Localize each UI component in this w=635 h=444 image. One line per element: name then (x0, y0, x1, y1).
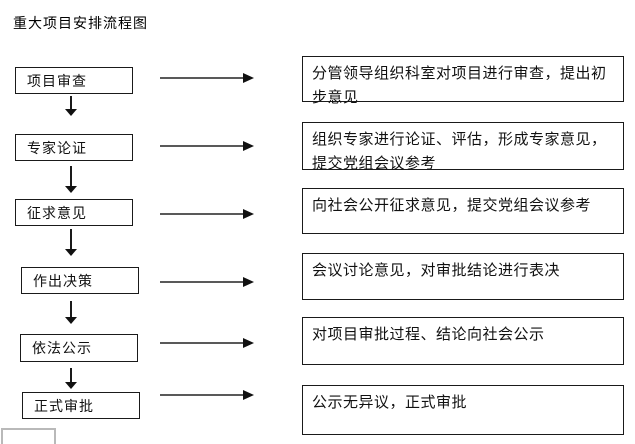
step-description: 会议讨论意见，对审批结论进行表决 (312, 261, 561, 279)
arrow-head (65, 249, 77, 256)
arrow-head (243, 141, 254, 151)
step-description-box: 分管领导组织科室对项目进行审查，提出初步意见 (302, 56, 624, 106)
arrow-shaft (160, 145, 243, 147)
step-box-solicit-opinions: 征求意见 (15, 199, 133, 226)
arrow-head (65, 382, 77, 389)
arrow-right-icon (160, 338, 254, 348)
arrow-shaft (70, 166, 72, 186)
arrow-head (243, 277, 254, 287)
arrow-shaft (70, 368, 72, 382)
arrow-shaft (70, 301, 72, 317)
step-description-box: 向社会公开征求意见，提交党组会议参考 (302, 188, 624, 234)
arrow-shaft (160, 342, 243, 344)
step-description: 公示无异议，正式审批 (312, 393, 468, 411)
arrow-down-icon (65, 301, 77, 324)
arrow-shaft (70, 96, 72, 109)
step-description: 组织专家进行论证、评估，形成专家意见，提交党组会议参考 (312, 130, 607, 172)
step-description-box: 组织专家进行论证、评估，形成专家意见，提交党组会议参考 (302, 122, 624, 172)
step-box-expert-evaluation: 专家论证 (15, 134, 133, 161)
step-description: 分管领导组织科室对项目进行审查，提出初步意见 (312, 64, 607, 106)
arrow-down-icon (65, 368, 77, 389)
arrow-head (65, 109, 77, 116)
arrow-right-icon (160, 141, 254, 151)
step-box-make-decision: 作出决策 (21, 267, 139, 294)
step-description-box: 对项目审批过程、结论向社会公示 (302, 317, 624, 365)
step-box-formal-approval: 正式审批 (22, 392, 140, 419)
arrow-head (243, 209, 254, 219)
step-description: 对项目审批过程、结论向社会公示 (312, 325, 545, 343)
arrow-shaft (160, 281, 243, 283)
arrow-shaft (160, 213, 243, 215)
step-box-public-notice: 依法公示 (20, 334, 138, 362)
step-label: 征求意见 (27, 205, 87, 222)
arrow-shaft (160, 77, 243, 79)
step-box-project-review: 项目审查 (15, 67, 133, 94)
step-label: 正式审批 (34, 398, 94, 415)
step-label: 依法公示 (32, 341, 92, 357)
arrow-head (243, 73, 254, 83)
arrow-down-icon (65, 166, 77, 193)
arrow-down-icon (65, 229, 77, 256)
step-description: 向社会公开征求意见，提交党组会议参考 (312, 196, 592, 214)
step-label: 项目审查 (27, 73, 87, 90)
step-description-box: 会议讨论意见，对审批结论进行表决 (302, 253, 624, 300)
arrow-right-icon (160, 277, 254, 287)
step-label: 作出决策 (33, 273, 93, 290)
arrow-head (65, 186, 77, 193)
arrow-head (243, 338, 254, 348)
arrow-head (243, 390, 254, 400)
arrow-shaft (160, 394, 243, 396)
arrow-head (65, 317, 77, 324)
arrow-right-icon (160, 209, 254, 219)
arrow-shaft (70, 229, 72, 249)
arrow-right-icon (160, 390, 254, 400)
step-description-box: 公示无异议，正式审批 (302, 385, 624, 435)
cropped-box-fragment (1, 428, 56, 444)
arrow-down-icon (65, 96, 77, 116)
arrow-right-icon (160, 73, 254, 83)
flowchart-title: 重大项目安排流程图 (13, 16, 148, 32)
step-label: 专家论证 (27, 140, 87, 157)
